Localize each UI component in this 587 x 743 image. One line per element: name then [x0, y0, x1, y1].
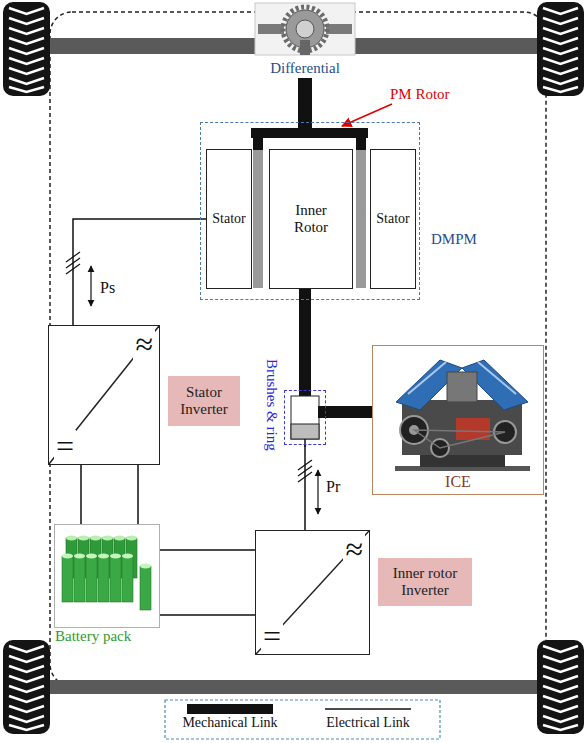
- drive-shaft: [298, 78, 312, 122]
- engine-shaft: [326, 406, 372, 418]
- dc-symbol: =: [261, 620, 283, 652]
- legend-entry: Electrical Link: [310, 703, 426, 731]
- stator-box: Stator: [206, 149, 251, 289]
- legend-text: Mechanical Link: [172, 715, 288, 731]
- converter-diagonal-line: [49, 326, 159, 464]
- power-flow-arrow: [90, 266, 91, 306]
- inverter-label: Stator Inverter: [168, 376, 240, 426]
- differential-picture: [255, 3, 355, 55]
- battery-label: Battery pack: [55, 628, 131, 645]
- battery-cells: [62, 536, 151, 611]
- legend-sample: [172, 703, 288, 715]
- slip-ring-label: Brushes & ring: [263, 359, 280, 451]
- wheel: [3, 640, 50, 734]
- inverter-box: =≈: [48, 325, 160, 465]
- stator-box: Stator: [370, 149, 415, 289]
- wheel: [537, 2, 584, 96]
- rear-axle: [48, 680, 540, 694]
- engine-frame: ICE: [372, 345, 544, 495]
- pm-rotor: [251, 118, 368, 288]
- engine-label: ICE: [373, 473, 543, 491]
- legend-text: Electrical Link: [310, 715, 426, 731]
- electrical-sample: [325, 708, 411, 710]
- power-flow-arrow: [317, 470, 318, 514]
- part-label: Differential: [248, 60, 362, 77]
- legend-entry: Mechanical Link: [172, 703, 288, 731]
- ac-symbol: ≈: [133, 328, 155, 360]
- dc-link: [160, 550, 255, 615]
- battery-frame: Battery pack: [54, 524, 160, 628]
- stator-cable: [73, 219, 206, 325]
- mechanical-sample: [187, 704, 273, 714]
- dc-link: [81, 465, 138, 524]
- slip-ring: [291, 384, 330, 447]
- differential-unit: Differential: [248, 2, 362, 78]
- power-label: Ps: [100, 279, 115, 297]
- dc-symbol: =: [54, 430, 76, 462]
- inverter-name: Stator Inverter: [175, 384, 233, 419]
- wheel: [3, 2, 50, 96]
- legend-sample: [310, 703, 426, 715]
- ac-symbol: ≈: [343, 533, 365, 565]
- rotor-label: Inner Rotor: [283, 202, 339, 237]
- stator-label: Stator: [212, 211, 245, 227]
- engine-picture: [395, 360, 530, 471]
- inner-rotor-box: Inner Rotor: [269, 149, 353, 289]
- slip-ring-housing: Brushes & ring: [284, 390, 326, 445]
- power-label: Pr: [326, 478, 340, 496]
- wheel: [537, 640, 584, 734]
- converter-diagonal-line: [256, 531, 369, 654]
- inverter-name: Inner rotor Inverter: [385, 565, 465, 600]
- rotor-cable: [304, 445, 306, 530]
- machine-label: DMPM: [431, 231, 477, 248]
- legend-frame: [165, 700, 440, 739]
- rotor-shaft: [299, 289, 311, 390]
- part-callout: PM Rotor: [390, 86, 450, 103]
- inverter-label: Inner rotor Inverter: [378, 558, 472, 606]
- stator-label: Stator: [376, 211, 409, 227]
- machine-housing: DMPMStatorInner RotorStator: [200, 122, 420, 300]
- inverter-box: =≈: [255, 530, 370, 655]
